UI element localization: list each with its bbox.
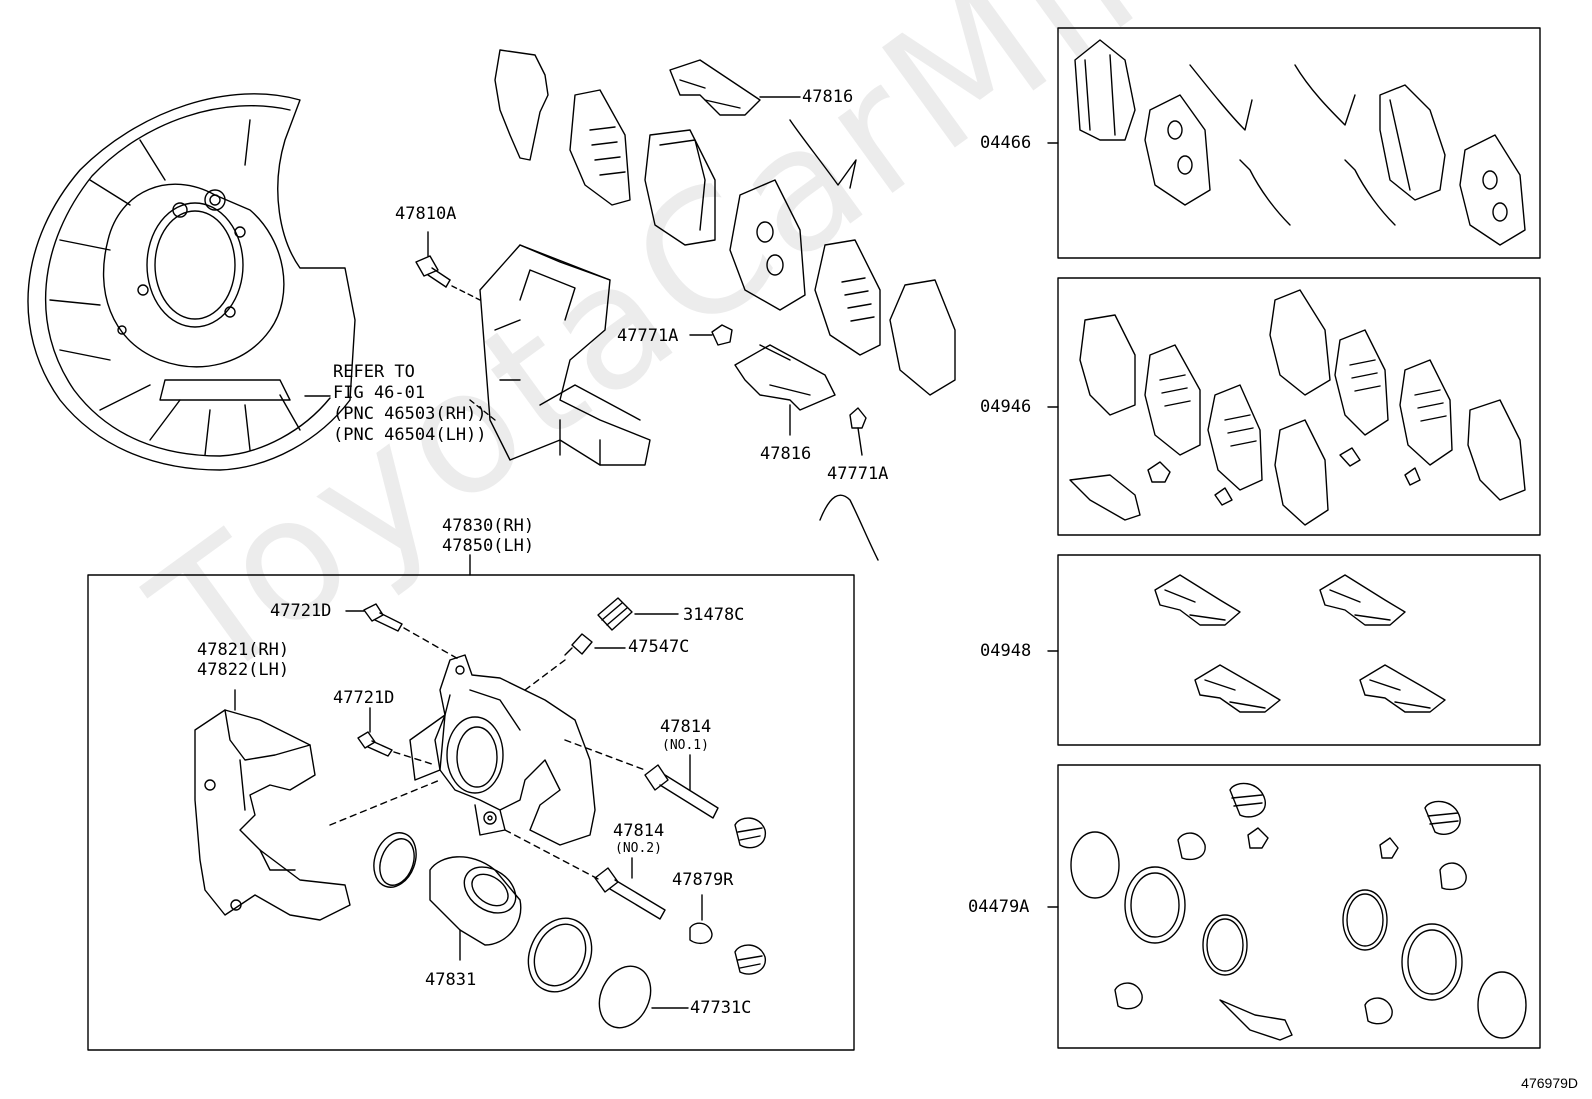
label-04948: 04948 bbox=[980, 641, 1032, 661]
caliper-body bbox=[329, 654, 646, 881]
label-04946: 04946 bbox=[980, 397, 1032, 417]
diagram-reference-id: 476979D bbox=[1521, 1075, 1578, 1091]
piston-group bbox=[373, 832, 689, 1029]
label-47721D-mid: 47721D bbox=[333, 688, 395, 708]
label-47816-top: 47816 bbox=[802, 87, 854, 107]
label-47822: 47822(LH) bbox=[197, 660, 290, 680]
label-47879R: 47879R bbox=[672, 870, 734, 890]
pad-set-top bbox=[494, 49, 956, 396]
label-04466: 04466 bbox=[980, 133, 1032, 153]
label-47771A-right: 47771A bbox=[827, 464, 889, 484]
mounting-bracket-lower bbox=[194, 689, 351, 921]
label-pnc-lh: (PNC 46504(LH)) bbox=[333, 425, 487, 445]
guide-pins bbox=[594, 754, 766, 975]
label-47850: 47850(LH) bbox=[442, 536, 535, 556]
caliper-assembly-box bbox=[87, 574, 855, 1051]
label-47821: 47821(RH) bbox=[197, 640, 290, 660]
bolt-47721D-top bbox=[345, 603, 461, 661]
label-pnc-rh: (PNC 46503(RH)) bbox=[333, 404, 487, 424]
label-47814-no2: 47814 bbox=[613, 821, 665, 841]
label-47830: 47830(RH) bbox=[442, 516, 535, 536]
label-47831: 47831 bbox=[425, 970, 477, 990]
label-47816-bottom: 47816 bbox=[760, 444, 812, 464]
bleeder-parts bbox=[524, 597, 679, 691]
label-47810A: 47810A bbox=[395, 204, 457, 224]
label-47814-no1-note: (NO.1) bbox=[662, 738, 709, 753]
kit-box-04466 bbox=[1047, 27, 1541, 259]
label-31478C: 31478C bbox=[683, 605, 745, 625]
mounting-bracket-upper bbox=[469, 244, 651, 466]
label-47814-no1: 47814 bbox=[660, 717, 712, 737]
label-fig: FIG 46-01 bbox=[333, 383, 426, 403]
label-refer-to: REFER TO bbox=[333, 362, 415, 382]
label-04479A: 04479A bbox=[968, 897, 1030, 917]
kit-box-04948 bbox=[1047, 554, 1541, 746]
label-47731C: 47731C bbox=[690, 998, 752, 1018]
label-47771A-left: 47771A bbox=[617, 326, 679, 346]
kit-box-04479A bbox=[1047, 764, 1541, 1049]
label-47814-no2-note: (NO.2) bbox=[615, 841, 662, 856]
bolt-47721D-mid bbox=[357, 707, 436, 766]
kit-box-04946 bbox=[1047, 277, 1541, 536]
bolt-47810A bbox=[415, 231, 481, 301]
backing-plate-drawing bbox=[27, 93, 356, 471]
clips-middle bbox=[689, 324, 879, 561]
label-47547C: 47547C bbox=[628, 637, 690, 657]
label-47721D-top: 47721D bbox=[270, 601, 332, 621]
